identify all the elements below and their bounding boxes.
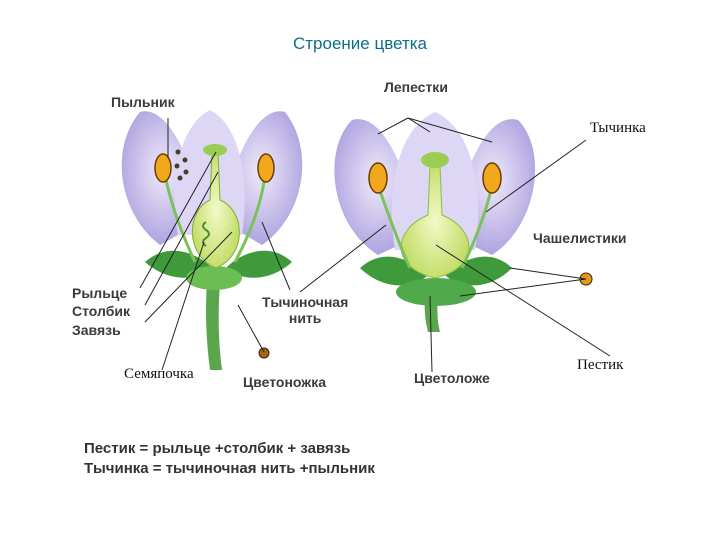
label-pylnik: Пыльник — [111, 94, 175, 110]
label-stolbik: Столбик — [72, 303, 130, 319]
leader-chashelistiki-2 — [459, 278, 587, 297]
left-anther-right — [257, 153, 275, 183]
pollen — [183, 169, 189, 175]
left-stigma — [203, 144, 227, 156]
pollen — [174, 163, 180, 169]
left-pointer-bulb — [258, 347, 270, 359]
leader-chashelistiki-1 — [509, 267, 587, 280]
leader-pestik — [435, 244, 611, 357]
right-pistil — [400, 164, 470, 279]
pollen — [177, 175, 183, 181]
left-sepal-right — [226, 250, 292, 278]
left-stem — [206, 282, 222, 370]
diagram-title: Строение цветка — [292, 34, 427, 53]
leader-tychinka — [485, 139, 587, 213]
leader-semyapochka — [161, 241, 205, 371]
leader-tychinochnaya-right — [299, 224, 387, 293]
label-semyapochka: Семяпочка — [124, 366, 194, 382]
right-anther-right — [482, 162, 502, 194]
left-filament-right — [233, 174, 267, 263]
leader-tychinochnaya-left — [261, 221, 291, 291]
leader-stolbik — [144, 171, 219, 306]
leader-lines — [139, 117, 611, 373]
left-flower — [121, 110, 303, 370]
leader-cvetolozhe — [429, 295, 433, 373]
right-stigma — [421, 152, 449, 168]
label-pestik: Пестик — [577, 357, 624, 373]
label-cvetolozhe: Цветоложе — [414, 370, 490, 386]
left-anther-left — [154, 153, 172, 183]
label-rylce: Рыльце — [72, 285, 128, 301]
label-lepestki: Лепестки — [384, 79, 448, 95]
label-cvetonozhka: Цветоножка — [243, 374, 327, 390]
label-tychinochnaya-nit: Тычиночная нить — [262, 294, 348, 326]
leader-rylce — [139, 151, 217, 289]
left-filament-left — [163, 174, 197, 263]
right-sepal-front — [396, 278, 476, 306]
label-zavyaz: Завязь — [72, 322, 121, 338]
label-tychinochnaya-line2: нить — [288, 310, 322, 326]
label-tychinka: Тычинка — [590, 120, 646, 136]
pollen — [182, 157, 188, 163]
left-ovules — [202, 221, 210, 247]
formula-pestik: Пестик = рыльце +столбик + завязь — [84, 440, 351, 457]
right-flower — [334, 112, 593, 332]
leader-zavyaz — [144, 231, 233, 323]
formula-tychinka: Тычинка = тычиночная нить +пыльник — [84, 460, 375, 477]
leader-lepestki-left — [377, 117, 409, 135]
leader-lepestki-mid — [407, 117, 431, 133]
leader-cvetonozhka — [237, 304, 265, 353]
left-receptacle — [186, 266, 242, 290]
label-tychinochnaya-line1: Тычиночная — [262, 294, 349, 310]
label-chashelistiki: Чашелистики — [533, 230, 627, 246]
leader-lepestki-right — [407, 117, 493, 143]
pollen — [175, 149, 181, 155]
right-anther-left — [368, 162, 388, 194]
